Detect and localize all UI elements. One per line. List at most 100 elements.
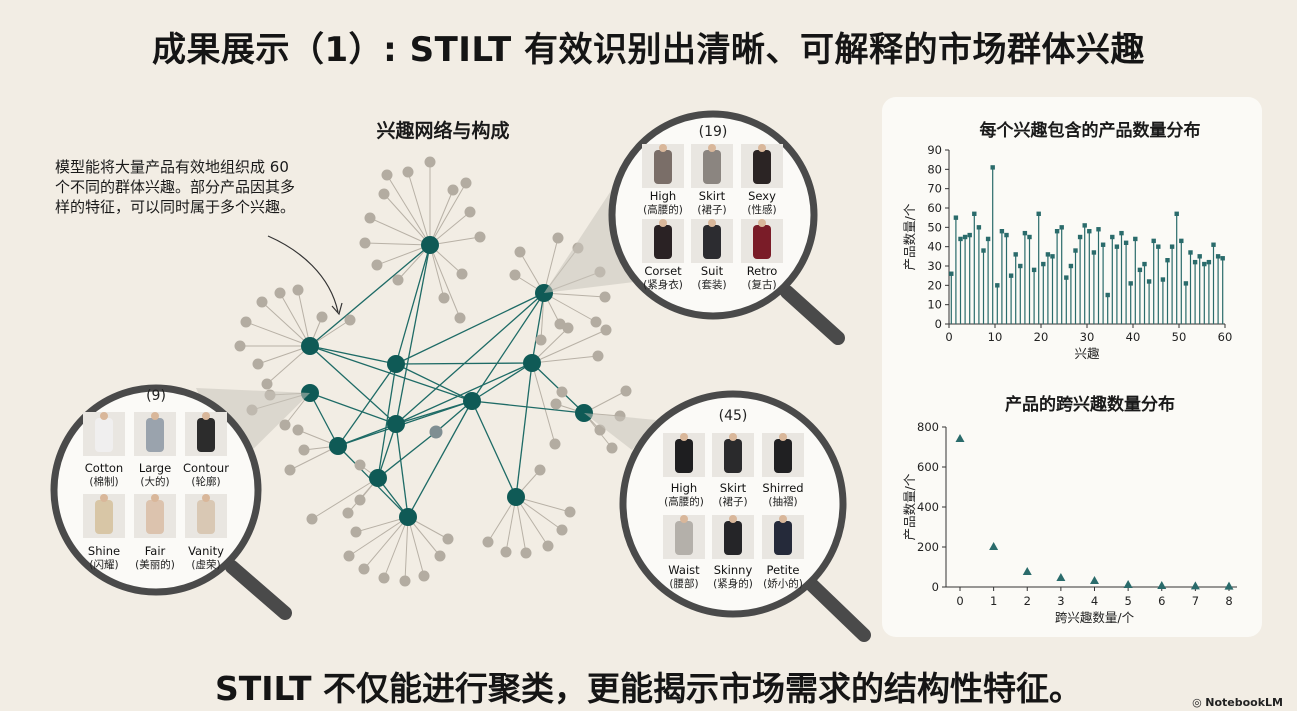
network-edge xyxy=(395,400,473,425)
product-thumbnail xyxy=(83,494,125,538)
interest-hub-node xyxy=(387,355,405,373)
product-node xyxy=(514,246,526,258)
product-node xyxy=(234,340,246,352)
product-sublabel: (紧身衣) xyxy=(643,278,683,291)
network-title: 兴趣网络与构成 xyxy=(376,120,510,142)
chart1-title: 每个兴趣包含的产品数量分布 xyxy=(979,121,1201,141)
interest-hub-node xyxy=(421,236,439,254)
product-label: High xyxy=(650,189,676,203)
network-edge xyxy=(395,362,533,365)
network-edge xyxy=(309,392,397,425)
network-edge xyxy=(471,292,545,402)
network-edge xyxy=(515,496,563,531)
product-node xyxy=(606,442,618,454)
product-label: Large xyxy=(139,461,171,475)
product-label: Skirt xyxy=(720,481,747,495)
interest-hub-node xyxy=(507,488,525,506)
network-edge xyxy=(245,321,311,347)
network-edge xyxy=(369,217,431,246)
product-node xyxy=(279,419,291,431)
product-node xyxy=(292,424,304,436)
product-node xyxy=(542,540,554,552)
product-node xyxy=(438,292,450,304)
interest-hub-node xyxy=(399,508,417,526)
network-edge xyxy=(515,496,527,554)
product-node xyxy=(590,316,602,328)
network-edge xyxy=(363,516,409,570)
product-node xyxy=(364,212,376,224)
interest-product-count: (19) xyxy=(699,124,728,140)
network-edge xyxy=(395,244,431,425)
notebooklm-logo: ◎ NotebookLM xyxy=(1192,696,1283,709)
product-node xyxy=(482,536,494,548)
magnifiers: (19)High(高腰的)Skirt(裙子)Sexy(性感)Corset(紧身衣… xyxy=(50,110,871,642)
product-thumbnail xyxy=(712,433,754,477)
network-edge xyxy=(309,345,473,402)
product-label: Shine xyxy=(88,544,120,558)
product-node xyxy=(600,324,612,336)
product-sublabel: (大的) xyxy=(140,475,169,488)
product-node xyxy=(424,156,436,168)
product-label: High xyxy=(671,481,697,495)
product-node xyxy=(274,287,286,299)
product-node xyxy=(454,312,466,324)
network-edge xyxy=(395,362,533,425)
product-node xyxy=(359,237,371,249)
network-edge xyxy=(383,516,409,579)
product-node xyxy=(298,444,310,456)
product-node xyxy=(354,494,366,506)
product-node xyxy=(434,550,446,562)
network-edge xyxy=(429,244,445,299)
product-thumbnail xyxy=(691,219,733,263)
product-node xyxy=(371,259,383,271)
interest-hub-node xyxy=(523,354,541,372)
product-node xyxy=(418,570,430,582)
product-sublabel: (高腰的) xyxy=(664,495,704,508)
network-edge xyxy=(543,237,559,294)
network-edge xyxy=(309,392,339,447)
interest-product-count: (9) xyxy=(146,388,166,404)
conclusion-text: STILT 不仅能进行聚类，更能揭示市场需求的结构性特征。 xyxy=(214,669,1083,708)
network-edge xyxy=(505,496,517,553)
network-edge xyxy=(515,496,549,547)
annotation-arrowhead xyxy=(331,302,343,316)
network-edge xyxy=(429,244,461,319)
network-edge xyxy=(531,362,556,445)
magnifier-handle xyxy=(805,578,871,642)
product-label: Cotton xyxy=(85,461,123,475)
network-edge xyxy=(266,345,311,385)
product-label: Vanity xyxy=(188,544,224,558)
network-edge xyxy=(377,431,437,479)
product-node xyxy=(306,513,318,525)
network-edge xyxy=(257,345,311,365)
product-node xyxy=(316,311,328,323)
product-thumbnail xyxy=(762,433,804,477)
product-label: Skinny xyxy=(714,563,753,577)
product-node xyxy=(549,438,561,450)
product-node xyxy=(354,459,366,471)
network-edge xyxy=(471,362,533,402)
page-title: 成果展示（1）: STILT 有效识别出清晰、可解释的市场群体兴趣 xyxy=(152,30,1145,70)
product-node xyxy=(509,269,521,281)
product-node xyxy=(535,334,547,346)
product-node xyxy=(552,232,564,244)
interest-product-count: (45) xyxy=(719,408,748,424)
network-edge xyxy=(395,292,545,425)
product-thumbnail xyxy=(741,219,783,263)
product-node xyxy=(556,524,568,536)
product-sublabel: (裙子) xyxy=(718,495,747,508)
product-node xyxy=(358,563,370,575)
network-edge xyxy=(543,292,597,323)
product-node xyxy=(564,506,576,518)
network-edge xyxy=(261,301,311,347)
charts-panel xyxy=(882,97,1262,637)
network-edge xyxy=(337,423,397,447)
product-node xyxy=(562,322,574,334)
product-sublabel: (轮廓) xyxy=(191,475,220,488)
interest-hub-node xyxy=(369,469,387,487)
product-node xyxy=(592,350,604,362)
network-edge xyxy=(337,400,473,447)
interest-network-diagram: (19)High(高腰的)Skirt(裙子)Sexy(性感)Corset(紧身衣… xyxy=(50,110,871,642)
product-node xyxy=(500,546,512,558)
